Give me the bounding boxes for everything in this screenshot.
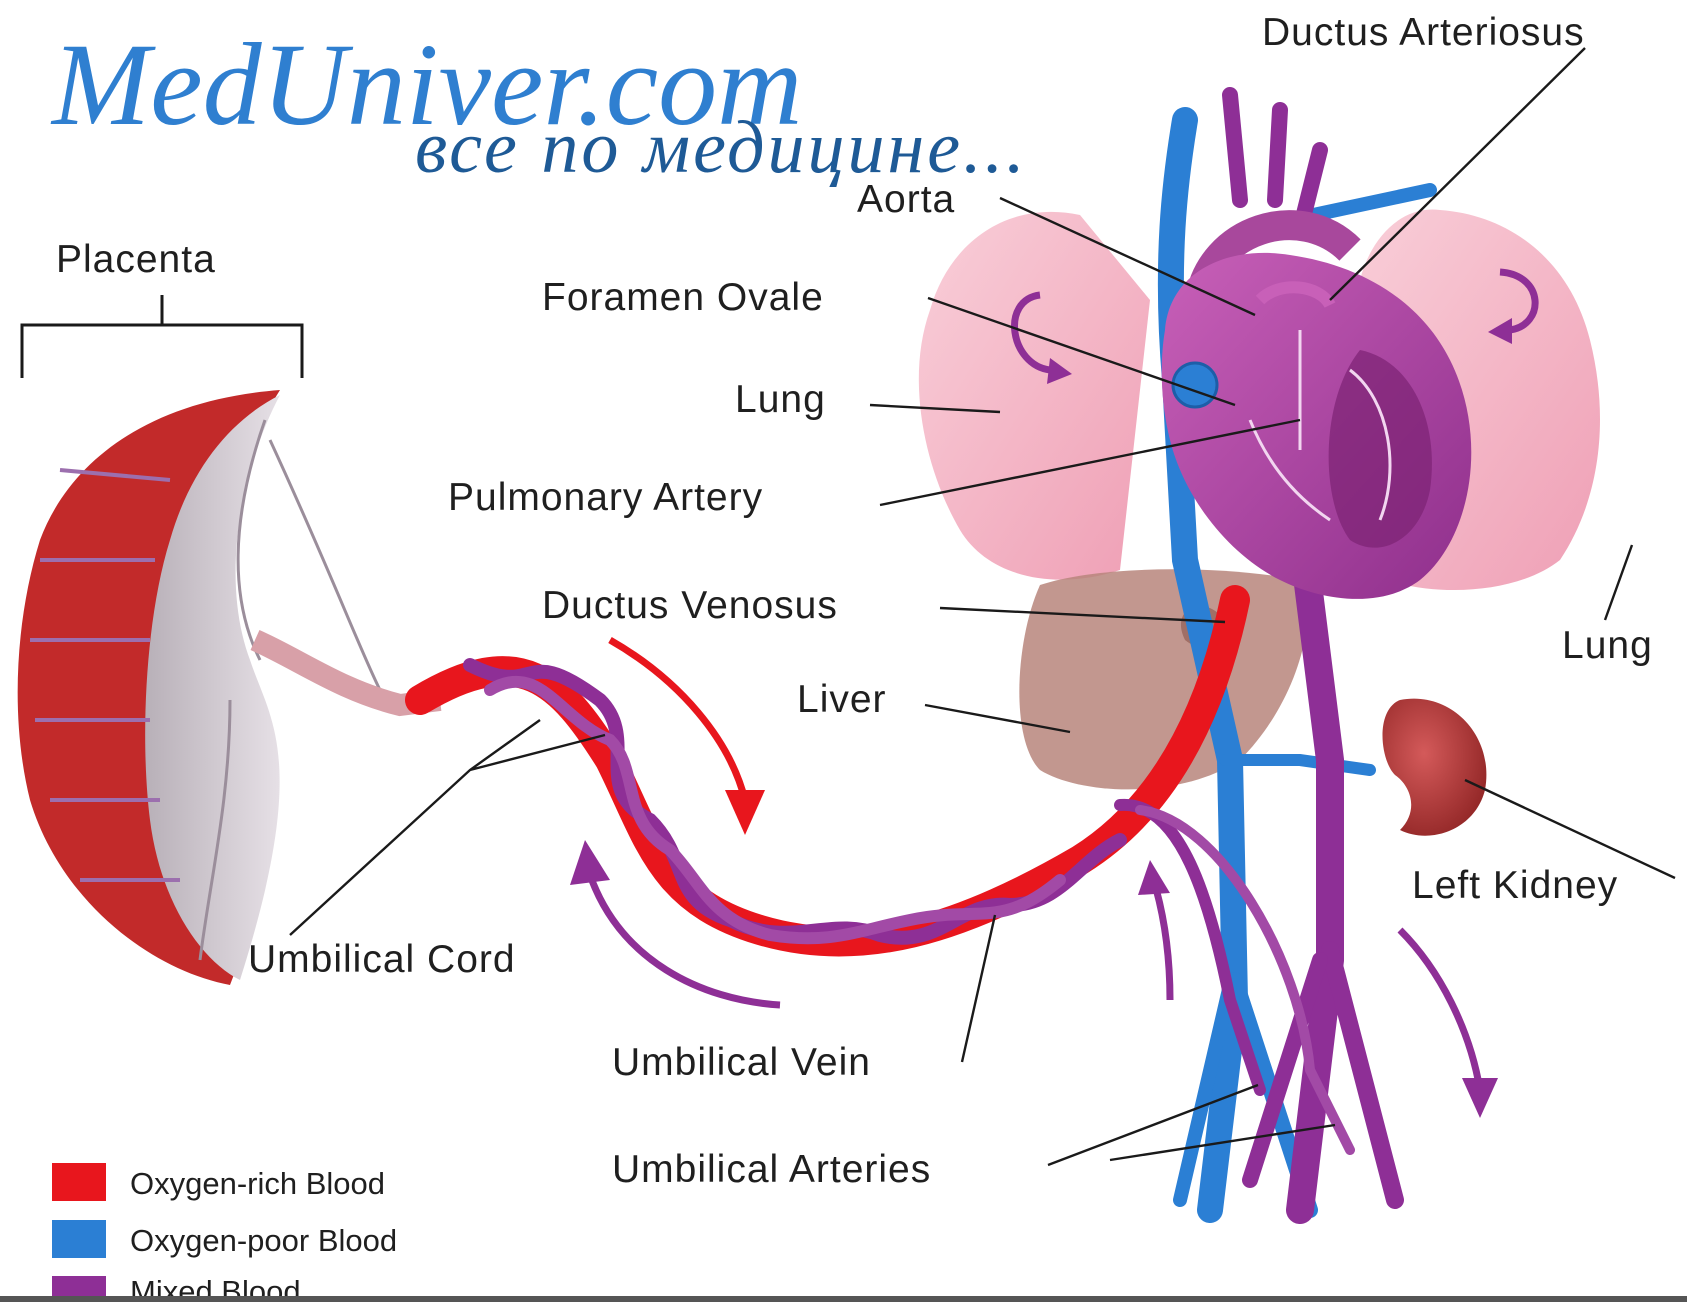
label-ductus-venosus: Ductus Venosus [542,584,838,627]
leader-lung-right [1605,545,1632,620]
leader-umbilical-vein [962,915,995,1062]
iliac-artery-right [1330,950,1395,1200]
left-kidney-organ [1383,699,1487,836]
arrow-head [725,790,765,835]
watermark-tagline: все по медицине... [415,107,1028,189]
label-lung-right: Lung [1562,624,1653,667]
arrow-head [1462,1078,1498,1118]
label-lung-left: Lung [735,378,826,421]
artery-flow-arrow [1400,930,1480,1090]
vein-flow-arrow [1155,885,1170,1000]
label-umbilical-cord: Umbilical Cord [248,938,516,981]
legend-label-oxygen-poor: Oxygen-poor Blood [130,1223,397,1258]
arrow-head [570,840,610,885]
arrow-head [1138,860,1170,895]
bottom-border [0,1296,1687,1302]
aortic-arch-branches [1230,95,1320,230]
label-left-kidney: Left Kidney [1412,864,1618,907]
label-umbilical-arteries: Umbilical Arteries [612,1148,931,1191]
label-ductus-arteriosus: Ductus Arteriosus [1262,11,1585,54]
legend-label-oxygen-rich: Oxygen-rich Blood [130,1166,385,1201]
label-placenta: Placenta [56,238,216,281]
label-pulmonary-artery: Pulmonary Artery [448,476,763,519]
label-foramen-ovale: Foramen Ovale [542,276,824,319]
placenta-bracket [22,295,302,378]
placenta-organ [18,390,440,985]
leader-umbilical-cord [290,720,605,935]
legend: Oxygen-rich Blood Oxygen-poor Blood Mixe… [52,1163,397,1302]
legend-swatch-oxygen-poor [52,1220,106,1258]
left-lung [919,212,1150,580]
label-umbilical-vein: Umbilical Vein [612,1041,871,1084]
label-aorta: Aorta [857,178,955,221]
renal-vein [1225,760,1370,770]
descending-aorta [1300,560,1330,1210]
legend-swatch-oxygen-rich [52,1163,106,1201]
label-liver: Liver [797,678,887,721]
